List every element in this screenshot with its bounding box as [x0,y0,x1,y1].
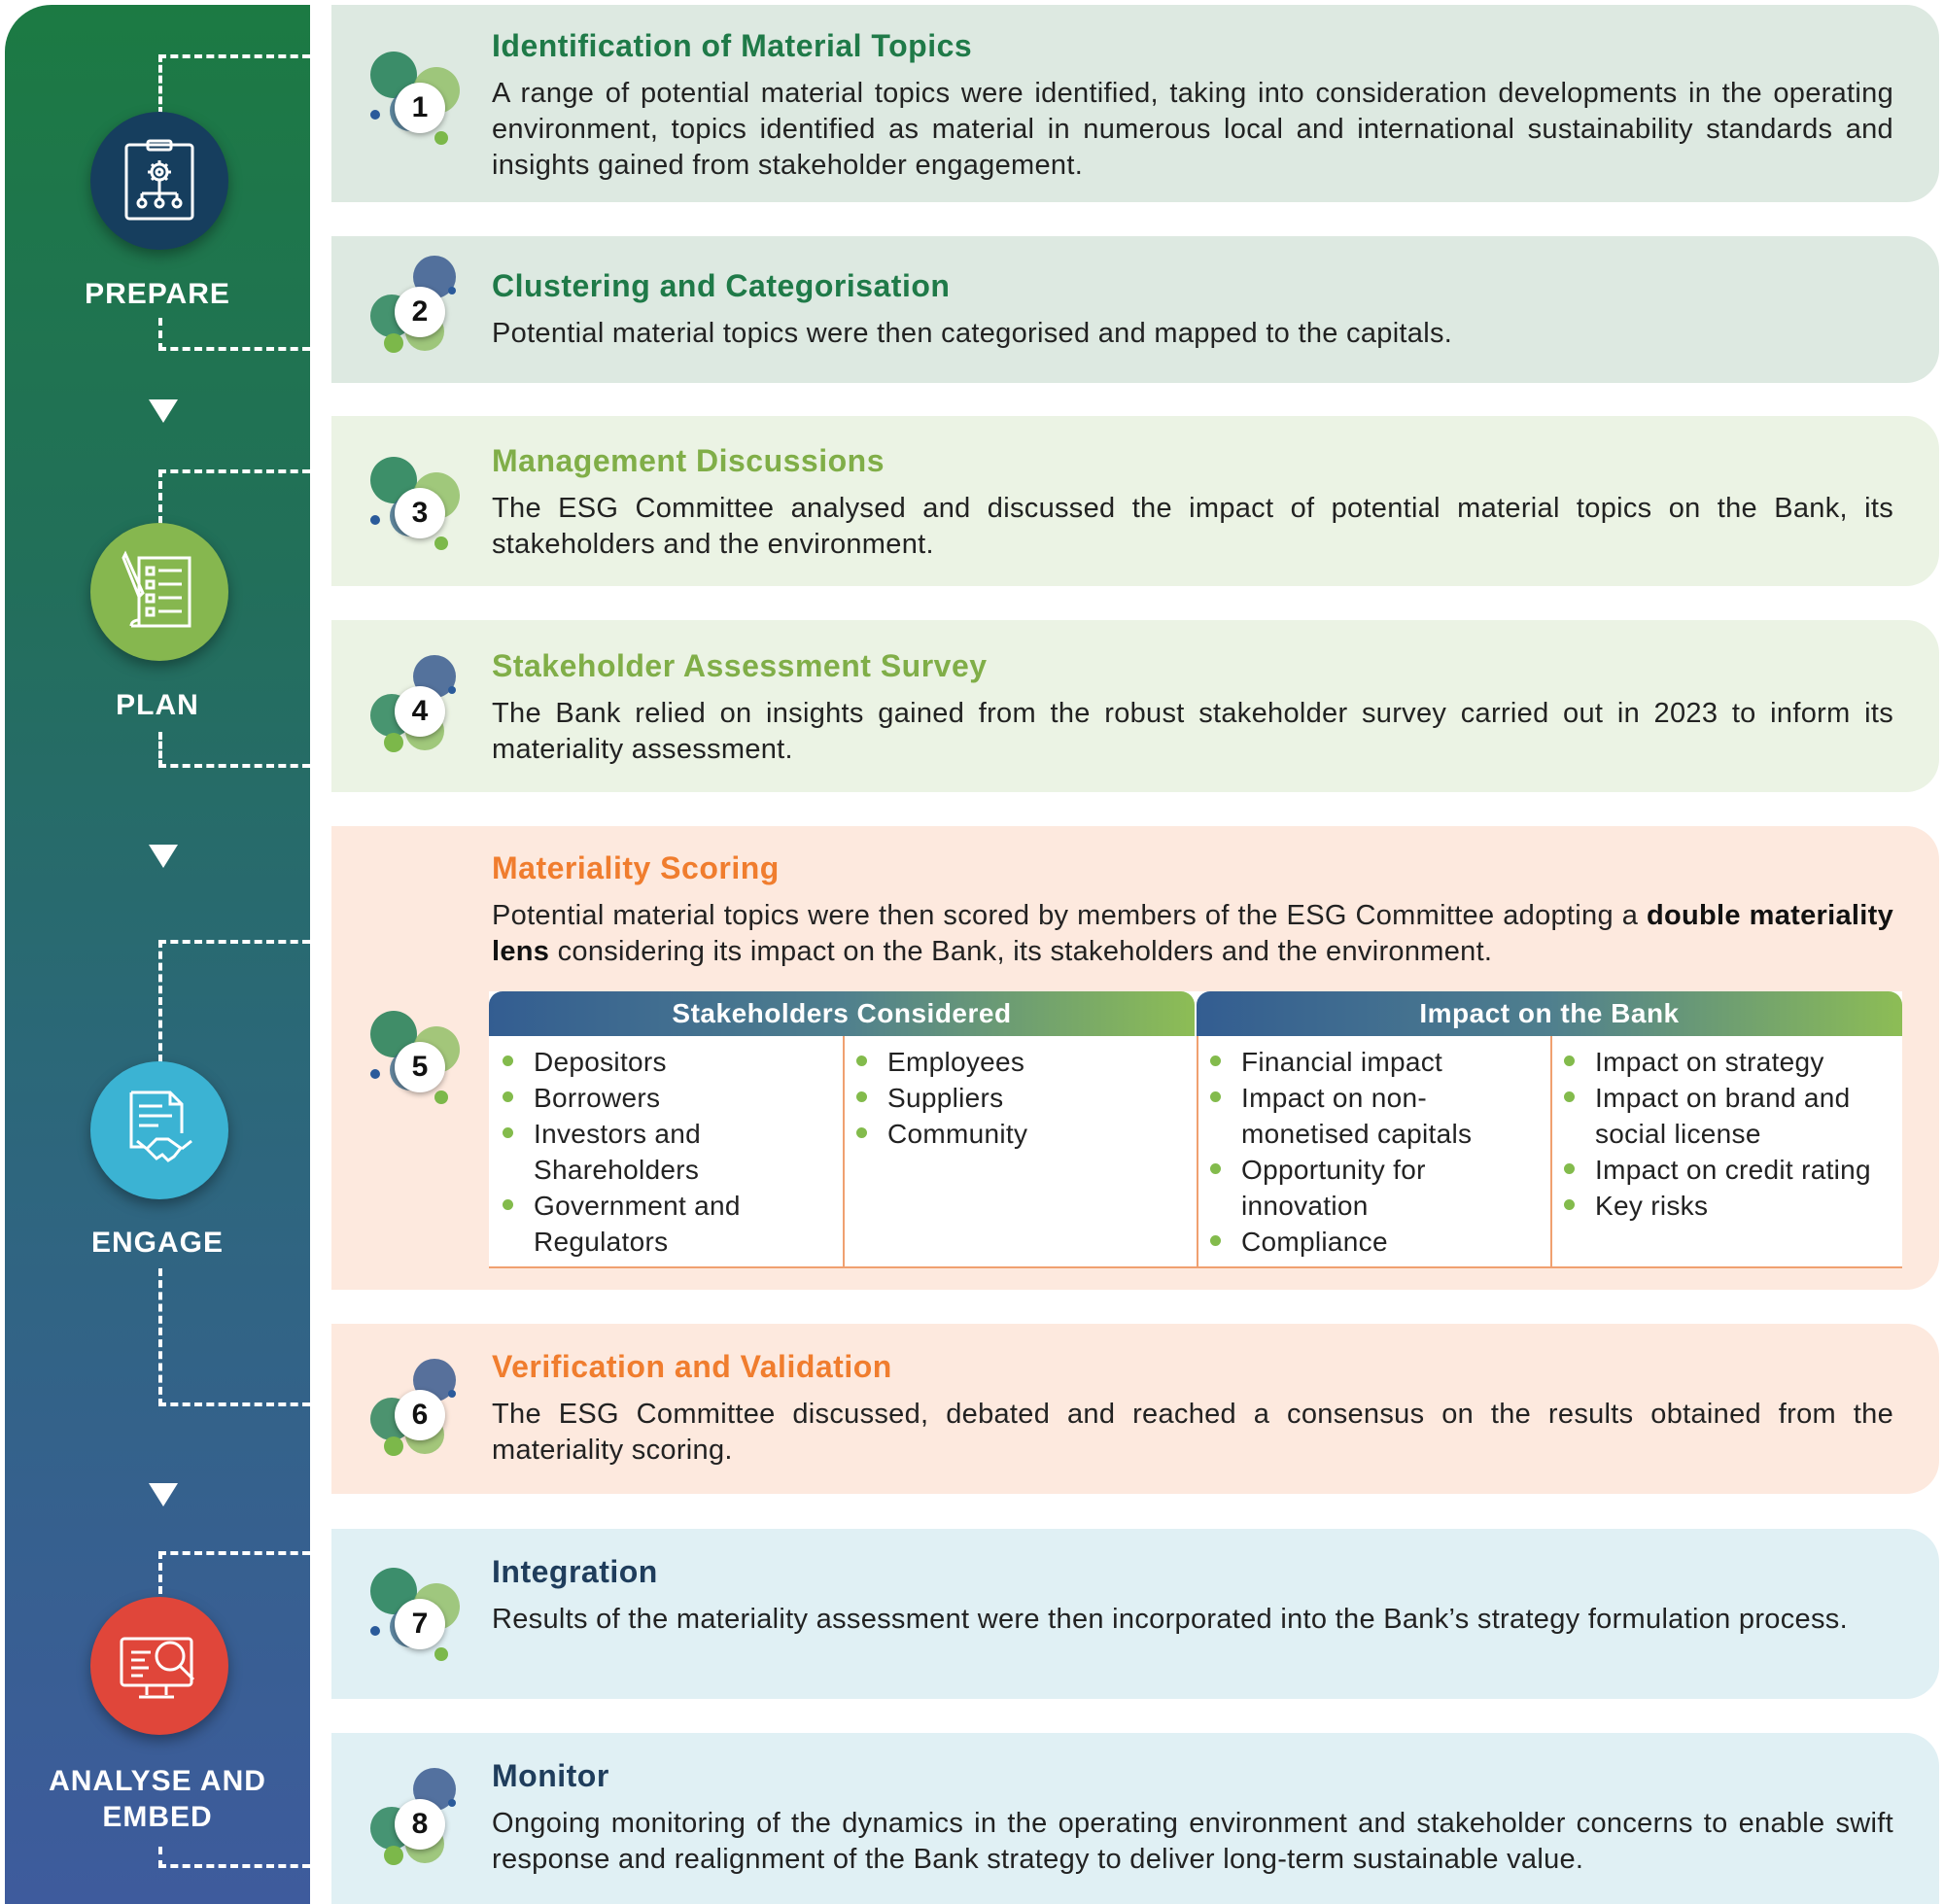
step-number-badge: 3 [370,457,468,564]
step-card-4: 4 Stakeholder Assessment Survey The Bank… [331,620,1939,792]
stage-label-analyse-line1: ANALYSE AND [49,1765,266,1797]
step-title: Monitor [492,1758,609,1793]
step-card-7: 7 Integration Results of the materiality… [331,1529,1939,1699]
step-card-2: 2 Clustering and Categorisation Potentia… [331,236,1939,383]
list-item: Impact on credit rating [1550,1152,1902,1188]
step-number-badge: 5 [370,1011,468,1118]
step-title: Clustering and Categorisation [492,268,951,303]
impact-column-1: Financial impact Impact on non-monetised… [1197,1036,1552,1266]
list-item: Key risks [1550,1188,1902,1224]
handshake-document-icon [129,1090,192,1162]
connector-line [158,940,162,1062]
monitor-magnifier-icon [120,1637,195,1699]
step-number: 5 [395,1042,445,1092]
step-title: Materiality Scoring [492,850,780,885]
stage-label-prepare: PREPARE [85,278,230,310]
connector-line [158,940,310,944]
clipboard-gear-icon [124,139,194,221]
step-number: 4 [395,686,445,737]
stage-analyse-circle [90,1597,228,1735]
step-number-badge: 1 [370,52,468,158]
step-number: 2 [395,287,445,337]
list-item: Financial impact [1197,1044,1550,1080]
step-description: Potential material topics were then cate… [492,318,1453,349]
step-card-8: 8 Monitor Ongoing monitoring of the dyna… [331,1733,1939,1904]
step-description: A range of potential material topics wer… [492,78,1893,181]
stage-sidebar: PREPARE PLAN ENGAGE [5,5,310,1904]
step-description-part: Potential material topics were then scor… [492,900,1639,931]
stakeholders-header: Stakeholders Considered [489,991,1195,1036]
down-arrow-icon [149,845,178,868]
stakeholders-column-2: Employees Suppliers Community [843,1036,1198,1266]
step-card-6: 6 Verification and Validation The ESG Co… [331,1324,1939,1494]
step-description: The Bank relied on insights gained from … [492,698,1893,765]
step-number-badge: 4 [370,655,468,762]
connector-line [158,347,310,351]
step-number: 3 [395,488,445,538]
list-item: Compliance [1197,1224,1550,1260]
step-card-3: 3 Management Discussions The ESG Committ… [331,416,1939,586]
impact-header: Impact on the Bank [1197,991,1902,1036]
down-arrow-icon [149,1483,178,1506]
connector-line [158,732,162,768]
stage-label-engage: ENGAGE [90,1227,225,1259]
stage-prepare-circle [90,112,228,250]
step-number: 7 [395,1599,445,1649]
list-item: Suppliers [843,1080,1197,1116]
stage-plan-circle [90,523,228,661]
connector-line [158,764,310,768]
connector-line [158,318,162,351]
step-description: The ESG Committee discussed, debated and… [492,1399,1893,1466]
list-item: Impact on non-monetised capitals [1197,1080,1550,1152]
step-number: 6 [395,1390,445,1440]
step-number-badge: 7 [370,1568,468,1675]
connector-line [158,1864,310,1868]
connector-line [158,1847,162,1868]
step-number: 1 [395,83,445,133]
step-title: Identification of Material Topics [492,28,973,63]
connector-line [158,1551,310,1555]
list-item: Borrowers [489,1080,843,1116]
step-title: Verification and Validation [492,1349,892,1384]
list-item: Impact on strategy [1550,1044,1902,1080]
connector-line [158,1268,162,1406]
step-title: Integration [492,1554,658,1589]
step-description: Results of the materiality assessment we… [492,1604,1848,1635]
connector-line [158,469,310,473]
materiality-table: Stakeholders Considered Impact on the Ba… [489,991,1902,1268]
step-description: The ESG Committee analysed and discussed… [492,493,1893,560]
step-number-badge: 8 [370,1768,468,1875]
checklist-document-icon [122,550,191,628]
connector-line [158,54,162,115]
connector-line [158,469,162,524]
step-card-5: 5 Materiality Scoring Potential material… [331,826,1939,1290]
step-number-badge: 6 [370,1359,468,1466]
connector-line [158,54,310,58]
stage-label-analyse: ANALYSE AND EMBED [5,1763,310,1835]
step-title: Management Discussions [492,443,885,478]
step-description-part: considering its impact on the Bank, its … [549,936,1493,967]
step-number: 8 [395,1799,445,1850]
list-item: Employees [843,1044,1197,1080]
step-card-1: 1 Identification of Material Topics A ra… [331,5,1939,202]
step-title: Stakeholder Assessment Survey [492,648,988,683]
step-description: Ongoing monitoring of the dynamics in th… [492,1808,1893,1875]
step-description: Potential material topics were then scor… [492,898,1893,970]
step-number-badge: 2 [370,256,468,363]
stage-engage-circle [90,1061,228,1199]
connector-line [158,1402,310,1406]
stage-label-plan: PLAN [116,689,199,721]
list-item: Depositors [489,1044,843,1080]
down-arrow-icon [149,399,178,423]
list-item: Community [843,1116,1197,1152]
connector-line [158,1551,162,1594]
step-description-bold: double materiality lens [492,900,1893,967]
stage-label-analyse-line2: EMBED [102,1801,213,1833]
